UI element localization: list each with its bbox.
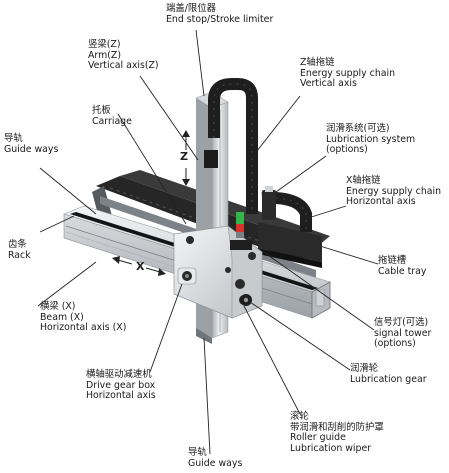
leader-lines xyxy=(37,29,379,455)
z-axis-energy-chain xyxy=(208,78,258,214)
x-axis-label: X xyxy=(136,260,145,273)
drive-gear-box xyxy=(177,267,197,285)
label-beam: 横梁 (X)Beam (X)Horizontal axis (X) xyxy=(40,301,127,334)
x-motion-arrows xyxy=(112,256,166,276)
roller-guide xyxy=(240,294,252,306)
label-signal-tower: 信号灯(可选)signal tower(options) xyxy=(374,317,432,350)
signal-tower xyxy=(236,212,244,238)
label-arm: 竖梁(Z)Arm(Z)Vertical axis(Z) xyxy=(88,39,159,72)
carriage-plate xyxy=(173,225,263,319)
cable-tray xyxy=(258,222,322,268)
z-axis-label: Z xyxy=(180,150,188,163)
lower-guide-rail xyxy=(196,328,212,344)
label-lubrication-system: 润滑系统(可选)Lubrication system(options) xyxy=(326,123,416,156)
lubrication-system xyxy=(261,186,312,232)
